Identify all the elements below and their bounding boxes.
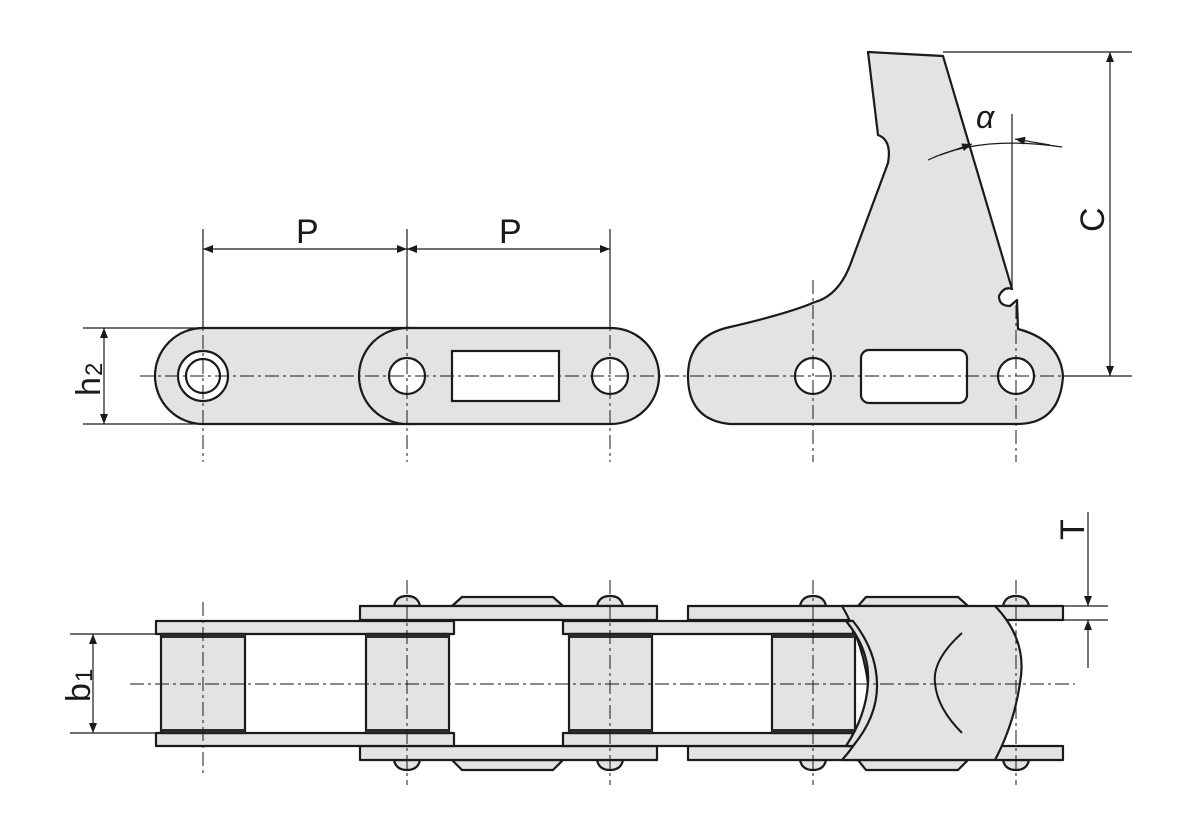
outer-plate — [993, 744, 1065, 762]
side-view: P P h 2 C α — [70, 50, 1132, 462]
outer-plate — [358, 744, 659, 762]
width-label: b — [60, 683, 98, 702]
outer-plate — [686, 744, 862, 762]
height-label-sub: 2 — [81, 363, 108, 376]
width-label-sub: 1 — [71, 669, 98, 682]
pitch-label-2: P — [499, 213, 522, 251]
inner-plate — [561, 731, 855, 748]
pitch-label-1: P — [296, 213, 319, 251]
inner-plate — [154, 731, 456, 748]
inner-plate — [561, 619, 855, 636]
attachment-body — [840, 604, 1023, 762]
end-link — [153, 326, 412, 426]
top-view: b 1 T — [60, 512, 1108, 785]
thickness-label: T — [1054, 519, 1092, 540]
outer-plate — [686, 604, 862, 622]
inner-plate — [154, 619, 456, 636]
outer-plate — [358, 604, 659, 622]
attachment-height-label: C — [1074, 207, 1112, 232]
angle-label: α — [976, 99, 995, 135]
height-label: h — [70, 377, 108, 396]
